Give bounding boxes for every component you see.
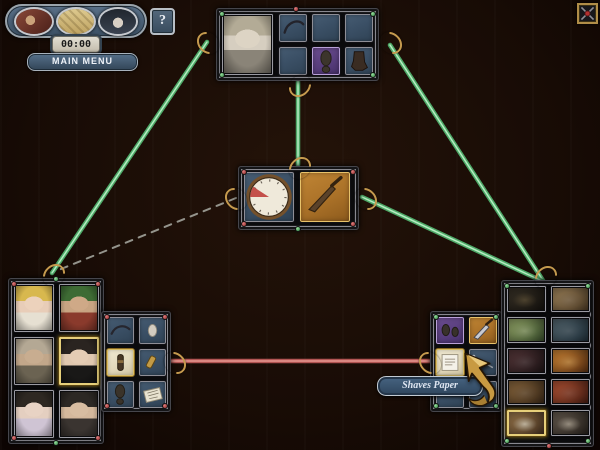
map-button[interactable]	[56, 6, 96, 36]
scene-dark-figure-room[interactable]	[506, 347, 547, 375]
clue-slot-dark-boots[interactable]	[344, 46, 374, 76]
portrait-man-black-suit[interactable]	[58, 336, 100, 386]
knife-icon	[308, 175, 343, 213]
scene-vignette-icon	[16, 8, 52, 34]
parchment-map-icon	[58, 8, 94, 34]
suspect-panel	[216, 6, 379, 81]
people-slot-white-stone[interactable]	[138, 316, 167, 345]
portrait-lady-tiara[interactable]	[13, 389, 55, 439]
portrait-man-green-hat[interactable]	[58, 283, 100, 333]
scene-globe-room[interactable]	[550, 409, 591, 437]
people-items-panel	[101, 311, 171, 412]
clue-slot-curved-blade[interactable]	[278, 13, 308, 43]
scene-study-desk[interactable]	[506, 378, 547, 406]
policeman-portrait-icon	[100, 8, 136, 34]
timer-display: 00:00	[52, 36, 100, 53]
cursor-arrow	[464, 352, 497, 407]
locations-slot-paper[interactable]	[435, 348, 465, 377]
portrait-lady-straw-hat[interactable]	[13, 283, 55, 333]
clock-icon	[246, 174, 292, 220]
people-panel	[8, 276, 104, 446]
locations-slot-shoe-soles[interactable]	[435, 316, 465, 345]
constable-button[interactable]	[98, 6, 138, 36]
scene-desk-with-papers[interactable]	[506, 409, 547, 437]
tooltip: Shaves Paper	[377, 376, 483, 396]
casebook-button[interactable]	[14, 6, 54, 36]
converging-arrows-red-gem-icon	[580, 6, 595, 21]
help-button[interactable]: ?	[150, 8, 175, 35]
locations-panel	[501, 280, 594, 449]
scene-bedroom[interactable]	[550, 285, 591, 313]
locations-slot-knife[interactable]	[468, 316, 498, 345]
scene-dim-kitchen[interactable]	[550, 316, 591, 344]
people-slot-shoe-sole[interactable]	[106, 380, 135, 409]
evidence-slot-knife[interactable]	[299, 171, 351, 223]
portrait-man-dark-hat[interactable]	[58, 389, 100, 439]
people-slot-brass-whistle[interactable]	[138, 348, 167, 377]
scene-red-room[interactable]	[550, 378, 591, 406]
hud-bar	[5, 4, 147, 38]
clue-slot-empty[interactable]	[344, 13, 374, 43]
scene-cellar-hearth[interactable]	[506, 285, 547, 313]
main-menu-button[interactable]: MAIN MENU	[27, 53, 138, 71]
clue-slot-shoe-sole[interactable]	[311, 46, 341, 76]
people-slot-curved-horn[interactable]	[106, 316, 135, 345]
top-panel-right-anchor	[375, 27, 407, 59]
suspect-portrait[interactable]	[221, 13, 274, 76]
close-button[interactable]	[577, 3, 598, 24]
scene-warm-parlour[interactable]	[550, 347, 591, 375]
evidence-panel	[238, 166, 359, 232]
clue-slot-empty[interactable]	[311, 13, 341, 43]
portrait-bald-man-plaid[interactable]	[13, 336, 55, 386]
people-slot-cigar[interactable]	[106, 348, 135, 377]
clue-slot-empty[interactable]	[278, 46, 308, 76]
evidence-slot-clock[interactable]	[243, 171, 295, 223]
scene-greenhouse[interactable]	[506, 316, 547, 344]
